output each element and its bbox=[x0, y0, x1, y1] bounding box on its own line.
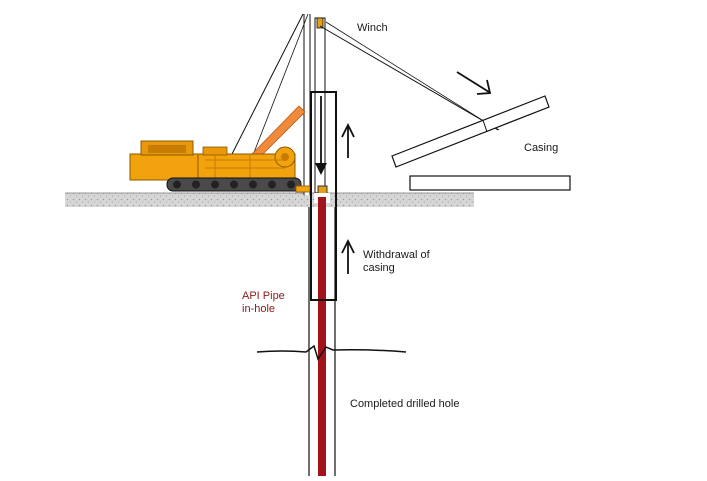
completed-hole-label: Completed drilled hole bbox=[350, 398, 460, 410]
direction-arrow-icon bbox=[456, 71, 492, 95]
hole-bottom-line bbox=[256, 344, 407, 361]
casing-withdrawn bbox=[310, 91, 337, 301]
api-pipe-label-line2: in-hole bbox=[242, 303, 276, 315]
winch-cable bbox=[230, 13, 500, 157]
down-arrow-icon bbox=[315, 96, 327, 175]
drilling-rig bbox=[129, 140, 311, 193]
withdrawal-label-line2: casing bbox=[363, 262, 395, 274]
withdrawal-label-line1: Withdrawal of bbox=[363, 249, 430, 261]
up-arrow-icon bbox=[341, 122, 355, 158]
casing-tilted bbox=[391, 95, 550, 168]
rig-boom bbox=[251, 105, 306, 156]
ground-surface bbox=[65, 192, 474, 207]
casing-label: Casing bbox=[524, 142, 559, 154]
up-arrow-icon bbox=[341, 238, 355, 274]
casing-flat bbox=[409, 175, 571, 191]
winch-label: Winch bbox=[357, 22, 388, 34]
api-pipe-label-line1: API Pipe bbox=[242, 290, 285, 302]
api-pipe bbox=[318, 197, 326, 476]
